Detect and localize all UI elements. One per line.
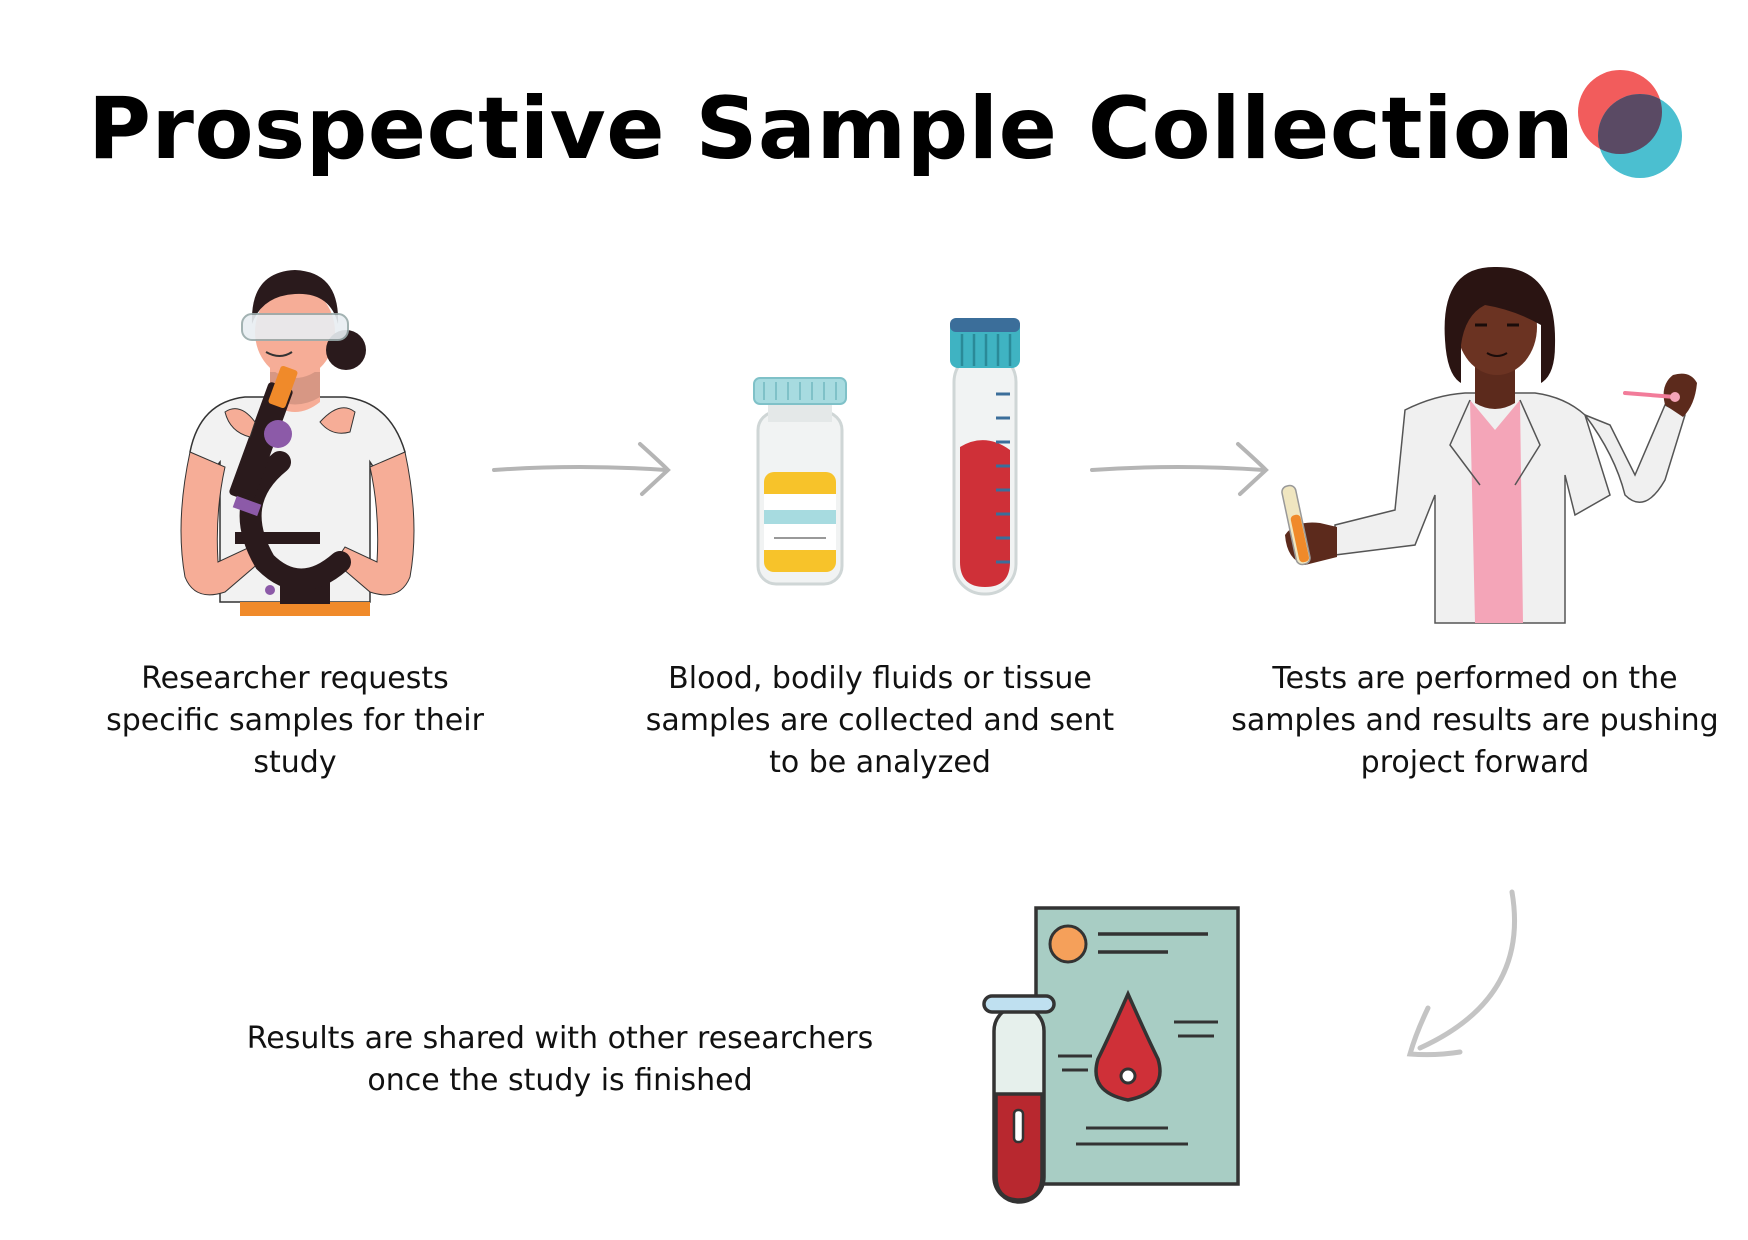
researcher-microscope-illustration bbox=[180, 270, 415, 616]
caption-line: Blood, bodily fluids or tissue bbox=[668, 661, 1092, 696]
results-document-illustration bbox=[982, 906, 1240, 1204]
step-1-caption: Researcher requests specific samples for… bbox=[70, 658, 520, 784]
step-3-caption: Tests are performed on the samples and r… bbox=[1210, 658, 1740, 784]
sample-bottle-icon bbox=[753, 377, 847, 586]
caption-line: Researcher requests bbox=[141, 661, 449, 696]
caption-line: once the study is finished bbox=[367, 1063, 753, 1098]
arrow-curve-down bbox=[1406, 889, 1518, 1058]
caption-line: to be analyzed bbox=[769, 745, 991, 780]
report-document-icon bbox=[1034, 906, 1240, 1186]
sample-containers-illustration bbox=[753, 318, 1020, 596]
logo-overlap bbox=[1598, 94, 1662, 154]
caption-line: samples and results are pushing bbox=[1231, 703, 1719, 738]
arrow-right-1 bbox=[492, 442, 671, 496]
caption-line: samples are collected and sent bbox=[645, 703, 1115, 738]
step-4-caption: Results are shared with other researcher… bbox=[210, 1018, 910, 1102]
caption-line: specific samples for their bbox=[106, 703, 484, 738]
caption-line: Results are shared with other researcher… bbox=[246, 1021, 874, 1056]
brand-logo bbox=[1578, 70, 1682, 178]
scientist-testing-illustration bbox=[1281, 266, 1697, 624]
caption-line: project forward bbox=[1360, 745, 1590, 780]
blood-vial-icon bbox=[982, 994, 1056, 1204]
blood-tube-icon bbox=[950, 318, 1020, 596]
arrow-right-2 bbox=[1090, 442, 1269, 496]
step-2-caption: Blood, bodily fluids or tissue samples a… bbox=[600, 658, 1160, 784]
page-title: Prospective Sample Collection bbox=[88, 79, 1575, 179]
caption-line: study bbox=[253, 745, 337, 780]
caption-line: Tests are performed on the bbox=[1272, 661, 1678, 696]
